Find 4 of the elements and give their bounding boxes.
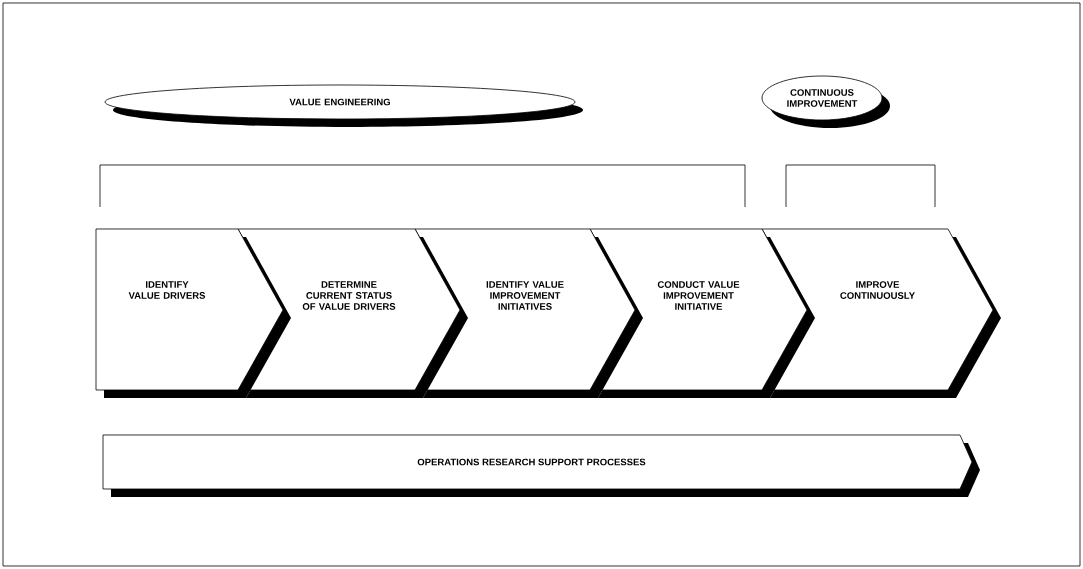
ellipse-label: CONTINUOUS IMPROVEMENT [761, 75, 890, 128]
chevron-step: IDENTIFY VALUE DRIVERS [95, 228, 291, 398]
process-band: OPERATIONS RESEARCH SUPPORT PROCESSES [102, 434, 980, 497]
ellipse-label: VALUE ENGINEERING [104, 84, 583, 127]
